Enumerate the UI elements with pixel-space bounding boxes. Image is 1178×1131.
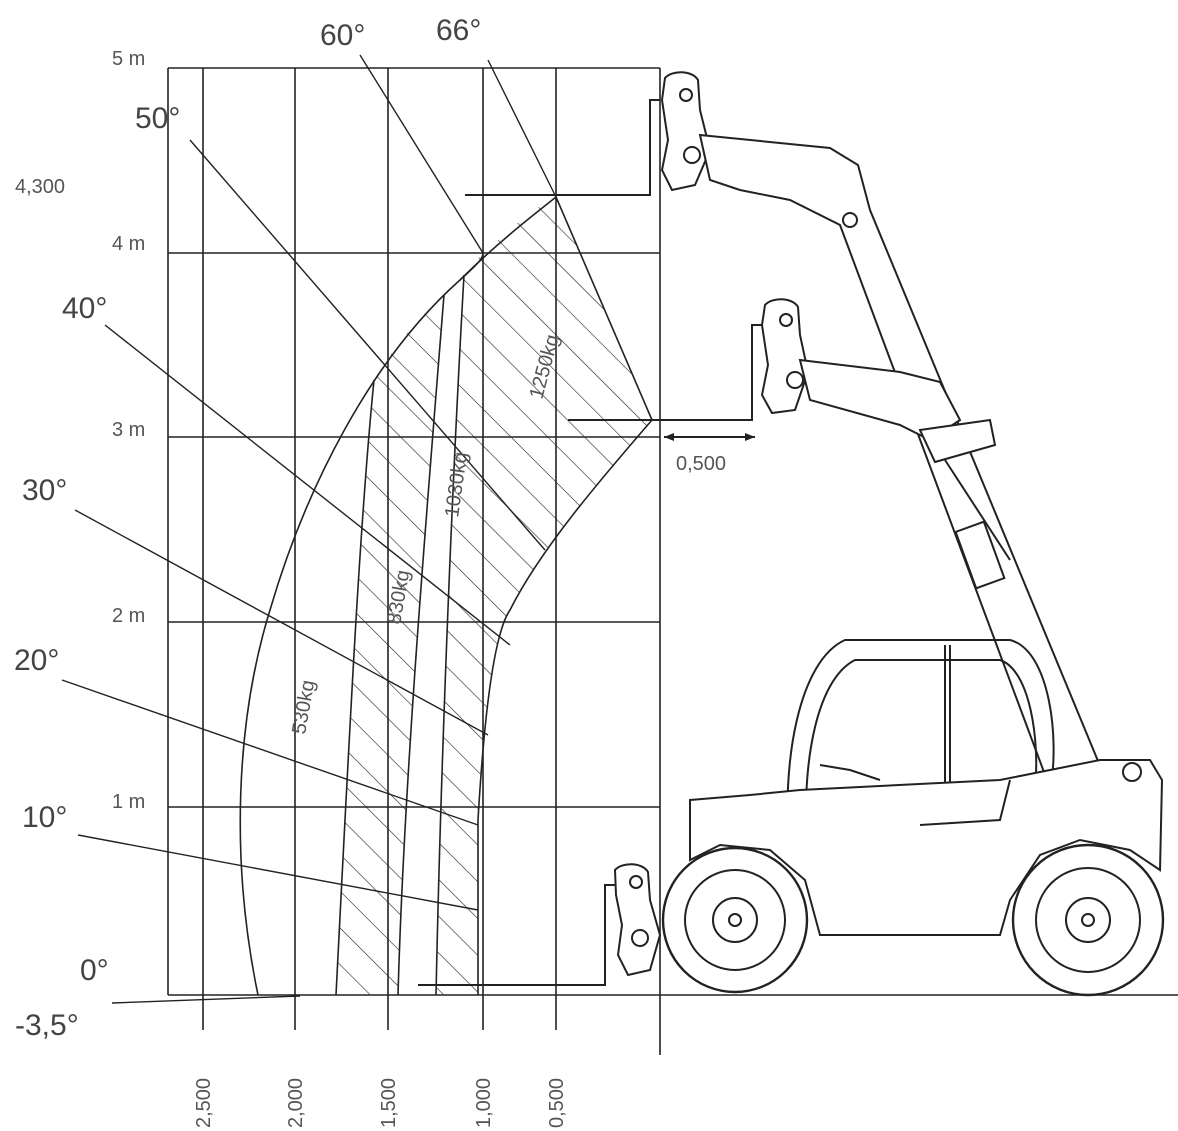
load-530kg: 530kg (288, 678, 319, 735)
boundary-1030-1250 (435, 274, 465, 996)
x-label-0500: 0,500 (546, 1078, 568, 1128)
boundary-830-1030 (397, 294, 445, 996)
y-label-2m: 2 m (112, 605, 145, 627)
x-label-2000: 2,000 (285, 1078, 307, 1128)
angle-rays (61, 54, 557, 1004)
x-label-2500: 2,500 (193, 1078, 215, 1128)
y-label-4m: 4 m (112, 233, 145, 255)
inner-envelope (477, 419, 653, 995)
angle-10: 10° (22, 801, 67, 834)
angle-minus-3-5: -3,5° (15, 1009, 79, 1042)
telehandler-drawing (613, 71, 1165, 997)
angle-40: 40° (62, 292, 107, 325)
max-height-label: 4,300 (15, 176, 65, 198)
outer-right (555, 196, 653, 421)
outer-envelope (239, 196, 557, 996)
angle-60: 60° (320, 19, 365, 52)
fork-positions (418, 99, 762, 986)
angle-50: 50° (135, 102, 180, 135)
x-label-1500: 1,500 (378, 1078, 400, 1128)
y-label-1m: 1 m (112, 791, 145, 813)
y-axis-labels: 5 m 4 m 3 m 2 m 1 m 4,300 (15, 48, 145, 813)
angle-labels: 66° 60° 50° 40° 30° 20° 10° 0° -3,5° (14, 14, 481, 1042)
angle-20: 20° (14, 644, 59, 677)
angle-30: 30° (22, 474, 67, 507)
y-label-5m: 5 m (112, 48, 145, 70)
angle-66: 66° (436, 14, 481, 47)
x-label-1000: 1,000 (473, 1078, 495, 1128)
y-label-3m: 3 m (112, 419, 145, 441)
top-cap (459, 252, 484, 281)
angle-0: 0° (80, 954, 109, 987)
x-axis-labels: 2,500 2,000 1,500 1,000 0,500 (193, 1078, 568, 1128)
fork-offset-label: 0,500 (676, 453, 726, 475)
fork-offset-dimension: 0,500 (664, 433, 755, 475)
